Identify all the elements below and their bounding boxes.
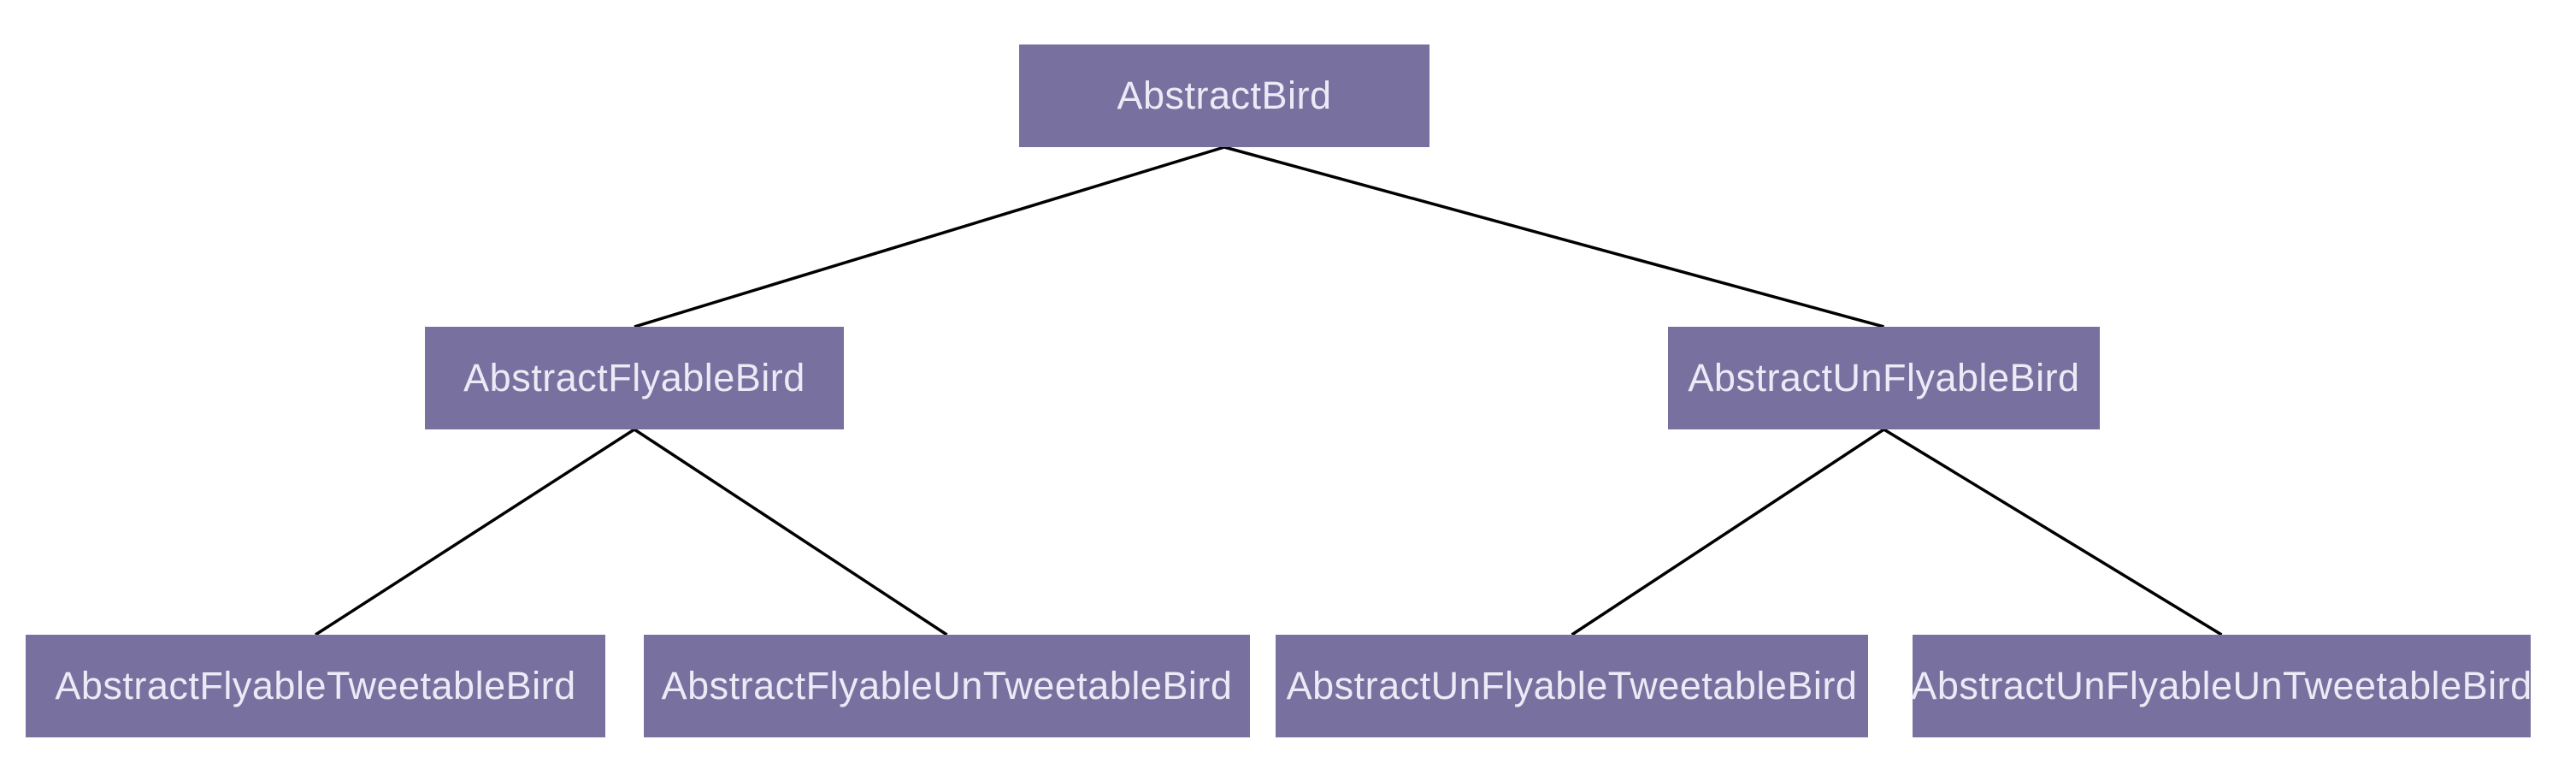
node-abstract-flyable-bird: AbstractFlyableBird — [425, 327, 844, 429]
edge-abstractflyablebird-to-flyabletweetable — [315, 428, 635, 636]
node-abstract-unflyable-tweetable-bird: AbstractUnFlyableTweetableBird — [1276, 635, 1868, 737]
edge-abstractunflyablebird-to-unflyableuntweetable — [1883, 428, 2223, 636]
edge-abstractflyablebird-to-flyableuntweetable — [634, 428, 948, 636]
node-abstract-unflyable-bird: AbstractUnFlyableBird — [1668, 327, 2100, 429]
node-abstract-bird: AbstractBird — [1019, 44, 1429, 147]
node-abstract-unflyable-untweetable-bird: AbstractUnFlyableUnTweetableBird — [1911, 635, 2532, 737]
edge-abstractunflyablebird-to-unflyabletweetable — [1571, 428, 1885, 636]
edge-abstractbird-to-abstractflyablebird — [634, 145, 1225, 328]
node-abstract-flyable-tweetable-bird: AbstractFlyableTweetableBird — [26, 635, 605, 737]
node-abstract-flyable-untweetable-bird: AbstractFlyableUnTweetableBird — [644, 635, 1250, 737]
edge-abstractbird-to-abstractunflyablebird — [1223, 145, 1884, 328]
